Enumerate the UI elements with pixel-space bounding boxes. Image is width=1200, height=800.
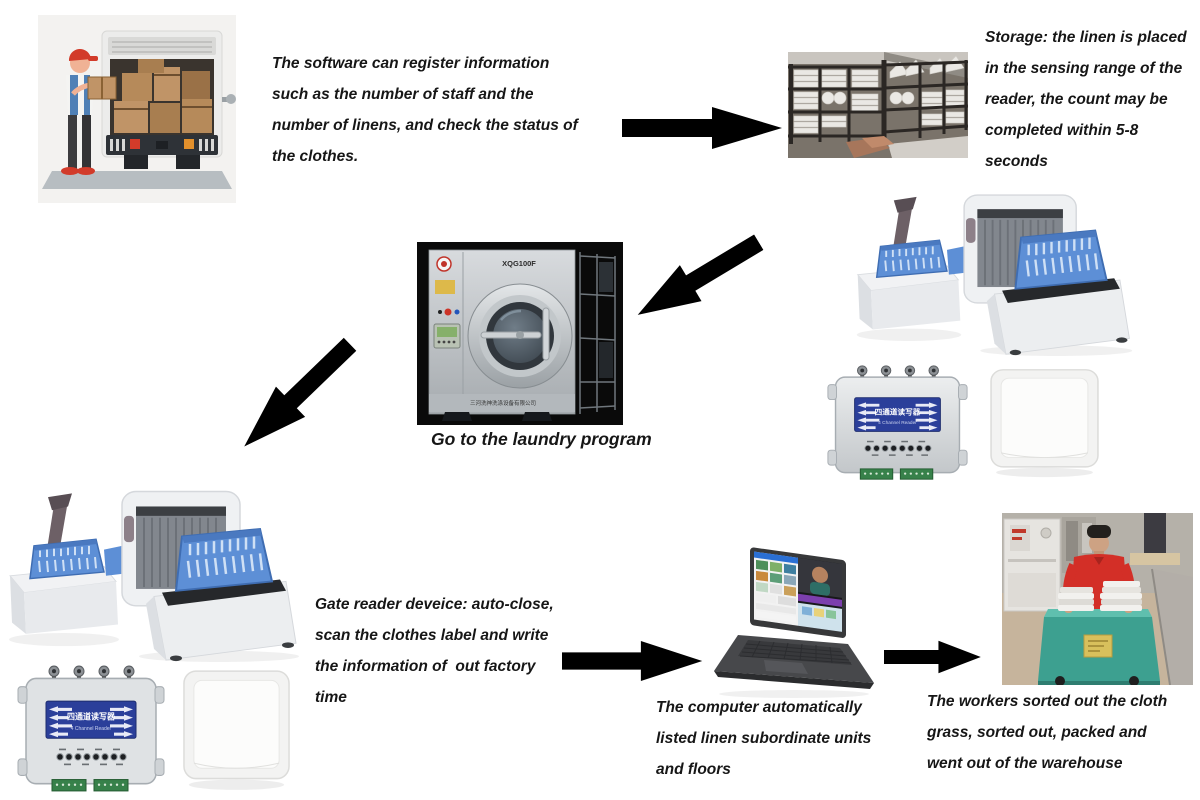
caption-line: in the sensing range of the — [985, 60, 1183, 77]
terminal-blocks — [51, 779, 129, 792]
caption-line: the information of out factory — [315, 658, 536, 675]
software-register-caption: The software can register information su… — [272, 48, 578, 172]
caption-line: seconds — [985, 153, 1048, 170]
washing-machine-photo: XQG100F — [417, 242, 623, 425]
gate-reader-machine-photo-top — [852, 188, 1137, 356]
caption-line: listed linen subordinate units — [656, 730, 872, 747]
flow-arrow-5-right-icon — [884, 640, 982, 674]
gate-reader-caption: Gate reader deveice: auto-close, scan th… — [315, 589, 554, 713]
laundry-program-caption: Go to the laundry program — [431, 428, 652, 450]
reader-label-en: 4 Channel Reader — [71, 726, 112, 732]
laptop-base — [714, 635, 874, 698]
washer-door — [467, 283, 573, 389]
rfid-reader-unit-top: 四通道读写器 4 Channel Reader — [826, 364, 969, 482]
storage-caption: Storage: the linen is placed in the sens… — [985, 22, 1187, 177]
conveyor-unit — [986, 278, 1130, 356]
caption-line: completed within 5-8 — [985, 122, 1139, 139]
antenna-connectors — [856, 365, 939, 379]
caption-line: The software can register information — [272, 55, 550, 72]
linen-stacks — [793, 55, 965, 134]
washer-maker-label: 三河洗神洗涤设备有限公司 — [470, 399, 536, 407]
conveyor-unit — [146, 579, 297, 662]
flow-arrow-2-down-left-icon — [625, 223, 770, 334]
antenna-connectors — [48, 665, 135, 681]
terminal-blocks — [859, 468, 934, 480]
caption-line: and floors — [656, 761, 731, 778]
rfid-antenna-panel-bottom — [179, 668, 294, 792]
truck-body — [101, 30, 236, 169]
computer-caption: The computer automatically listed linen … — [656, 692, 871, 785]
caption-line: such as the number of staff and the — [272, 86, 534, 103]
flow-arrow-4-right-icon — [562, 640, 704, 682]
delivery-truck-illustration — [38, 15, 236, 203]
caption-line: went out of the warehouse — [927, 755, 1123, 772]
linen-cart — [1038, 581, 1160, 685]
caption-line: reader, the count may be — [985, 91, 1168, 108]
washer-side-frame — [579, 252, 616, 414]
caption-line: Go to the laundry program — [431, 429, 652, 449]
blue-basket-right — [1014, 229, 1108, 290]
blue-basket-left — [29, 538, 105, 580]
delivery-worker — [61, 48, 117, 175]
rfid-antenna-panel-top — [986, 367, 1103, 479]
status-leds — [56, 748, 127, 766]
flow-arrow-3-down-left-icon — [228, 328, 366, 463]
reader-label-panel: 四通道读写器 4 Channel Reader — [854, 397, 941, 432]
blue-basket-left — [875, 239, 948, 279]
caption-line: number of linens, and check the status o… — [272, 117, 578, 134]
caption-line: time — [315, 689, 347, 706]
laptop-screen — [750, 547, 846, 638]
worker-cart-photo — [1002, 513, 1193, 685]
washer-model-label: XQG100F — [502, 259, 536, 268]
reader-label-panel: 四通道读写器 4 Channel Reader — [45, 700, 137, 739]
caption-line: The workers sorted out the cloth — [927, 693, 1168, 710]
caption-line: Storage: the linen is placed — [985, 29, 1187, 46]
laptop-photo — [698, 543, 890, 700]
washer-control-panel — [433, 256, 461, 349]
caption-line: Gate reader deveice: auto-close, — [315, 596, 554, 613]
linen-storage-photo — [788, 52, 968, 158]
shelf-frame — [788, 60, 968, 148]
towel-stacks — [1058, 581, 1142, 611]
blue-basket-right — [174, 527, 274, 592]
reader-label-en: 4 Channel Reader — [878, 420, 917, 426]
caption-line: The computer automatically — [656, 699, 862, 716]
reader-label-cn: 四通道读写器 — [67, 712, 116, 722]
caption-line: the clothes. — [272, 148, 359, 165]
status-leds — [864, 440, 932, 456]
reader-label-cn: 四通道读写器 — [875, 407, 921, 417]
caption-line: grass, sorted out, packed and — [927, 724, 1147, 741]
gate-reader-machine-photo-bottom — [4, 484, 304, 662]
caption-line: scan the clothes label and write — [315, 627, 549, 644]
rfid-reader-unit-bottom: 四通道读写器 4 Channel Reader — [16, 664, 166, 794]
workers-caption: The workers sorted out the cloth grass, … — [927, 686, 1167, 779]
flow-arrow-1-right-icon — [622, 106, 784, 150]
